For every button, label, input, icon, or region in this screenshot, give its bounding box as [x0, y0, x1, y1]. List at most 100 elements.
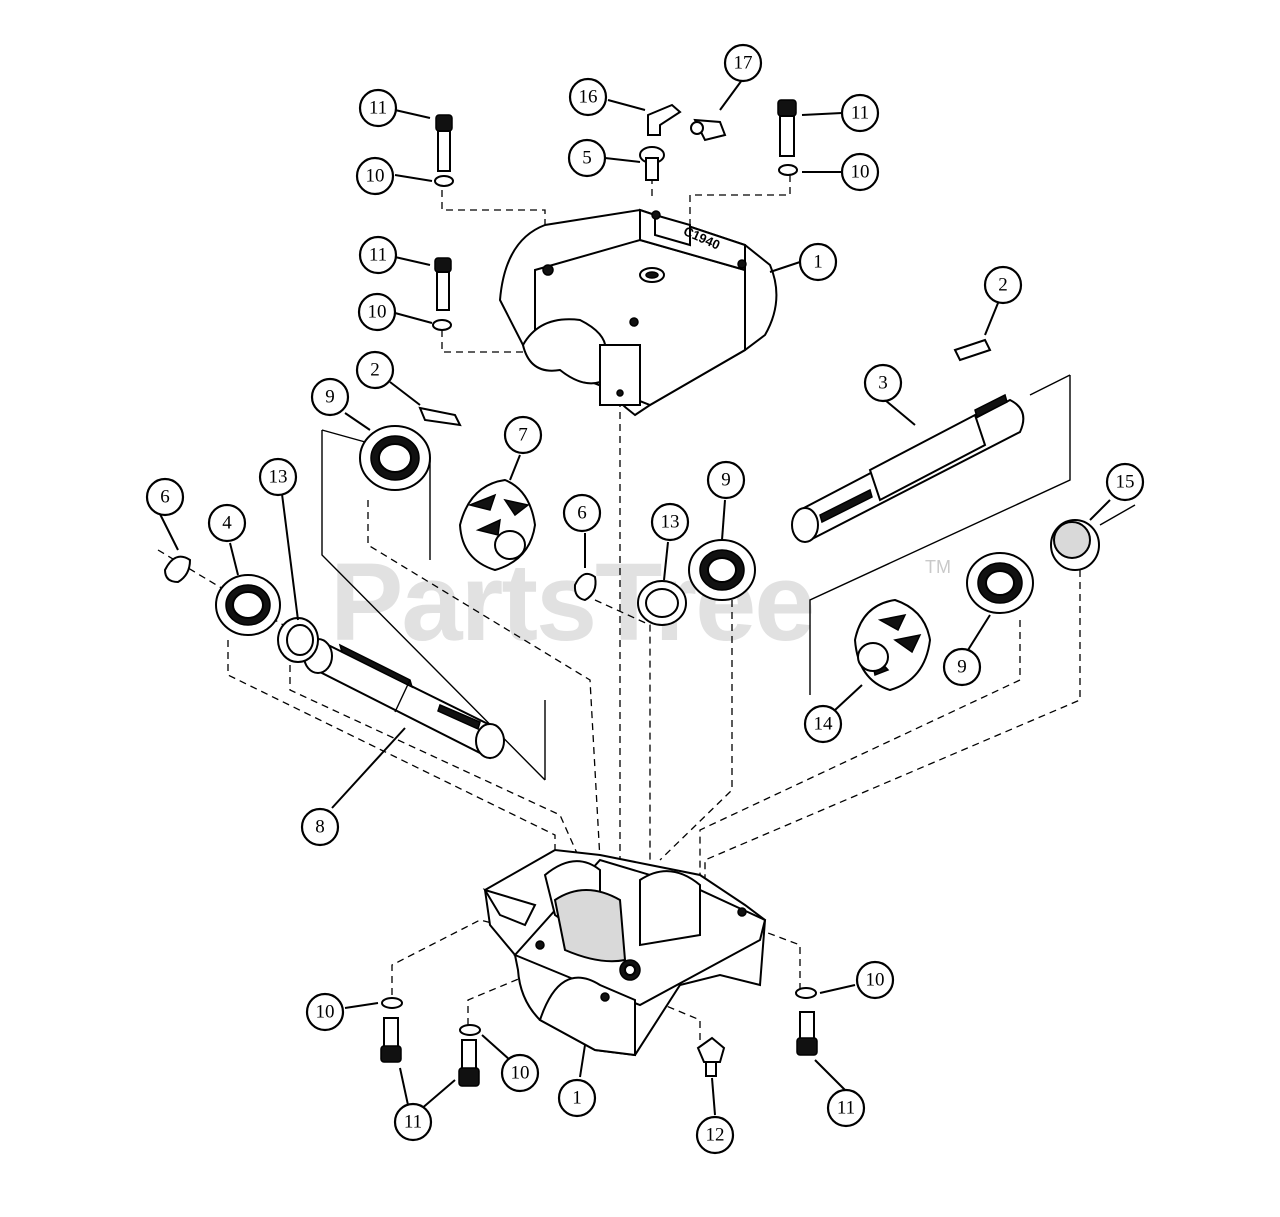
callout-label: 16: [579, 87, 598, 108]
elbow-fitting-16: [647, 103, 682, 136]
callout-10-bottom-center: 10: [500, 1053, 540, 1093]
callout-label: 6: [577, 503, 587, 524]
callout-label: 2: [998, 275, 1008, 296]
callout-label: 17: [734, 53, 753, 74]
callout-17: 17: [723, 43, 763, 83]
callout-11-bottom-right: 11: [826, 1088, 866, 1128]
callout-label: 10: [851, 162, 870, 183]
callout-label: 11: [837, 1098, 855, 1119]
callout-label: 14: [814, 714, 834, 735]
callout-label: 9: [721, 470, 731, 491]
callout-3: 3: [863, 363, 903, 403]
callout-13-left: 13: [258, 457, 298, 497]
callout-label: 9: [325, 387, 335, 408]
watermark-trademark: TM: [925, 557, 951, 577]
callout-9-right: 9: [942, 647, 982, 687]
spacer-13-left: [277, 617, 319, 663]
callout-label: 10: [866, 970, 885, 991]
callout-9-upper-left: 9: [310, 377, 350, 417]
callout-10-mid-left: 10: [357, 292, 397, 332]
callout-label: 11: [404, 1112, 422, 1133]
callout-label: 1: [572, 1088, 582, 1109]
bevel-gear-7: [458, 478, 537, 572]
screw-11-mid-left: [434, 257, 452, 311]
screw-11-bottom-left: [380, 1017, 402, 1063]
leader-arrows: [159, 79, 1111, 1116]
key-2-left: [418, 406, 462, 427]
bearing-center: [688, 539, 756, 601]
callout-label: 11: [369, 98, 387, 119]
screw-11-bottom-center: [458, 1039, 480, 1087]
screw-11-top-right: [777, 99, 797, 157]
washer-10-b: [432, 319, 452, 331]
callout-6-center: 6: [562, 493, 602, 533]
callout-2-right: 2: [983, 265, 1023, 305]
lower-housing: [482, 848, 767, 1057]
washer-10-a: [434, 175, 454, 187]
bearing-upper-left: [359, 425, 431, 491]
washer-10-d: [381, 997, 403, 1009]
callout-16: 16: [568, 77, 608, 117]
callout-6-left: 6: [145, 477, 185, 517]
upper-housing: C1940: [498, 208, 778, 417]
callout-2-left: 2: [355, 350, 395, 390]
drain-plug-12: [696, 1036, 726, 1077]
callout-14: 14: [803, 704, 843, 744]
callout-10-bottom-left: 10: [305, 992, 345, 1032]
callout-label: 15: [1116, 472, 1135, 493]
retainer-6-left: [163, 555, 192, 584]
pinion-shaft: [303, 638, 505, 760]
key-2-right: [953, 338, 992, 362]
vent-plug-5: [639, 146, 665, 181]
callout-11-top-right: 11: [840, 93, 880, 133]
callout-10-top-left: 10: [355, 156, 395, 196]
screw-11-top-left: [435, 114, 453, 172]
callout-label: 4: [222, 513, 232, 534]
callout-label: 12: [706, 1125, 725, 1146]
callout-9-center: 9: [706, 460, 746, 500]
callout-label: 10: [511, 1063, 530, 1084]
callout-11-bottom-left: 11: [393, 1102, 433, 1142]
callout-label: 8: [315, 817, 325, 838]
washer-10-f: [795, 987, 817, 999]
callout-label: 1: [813, 252, 823, 273]
retainer-6-center: [573, 572, 597, 602]
callout-1-bottom: 1: [557, 1078, 597, 1118]
callout-label: 13: [661, 512, 680, 533]
callout-10-top-right: 10: [840, 152, 880, 192]
axle-shaft: [791, 393, 1025, 543]
callout-5: 5: [567, 138, 607, 178]
callout-label: 2: [370, 360, 380, 381]
callout-label: 11: [369, 245, 387, 266]
bevel-gear-14: [853, 598, 932, 692]
callout-12: 12: [695, 1115, 735, 1155]
callout-10-bottom-right: 10: [855, 960, 895, 1000]
callout-11-mid-left: 11: [358, 235, 398, 275]
callout-label: 10: [366, 166, 385, 187]
callout-11-top-left: 11: [358, 88, 398, 128]
callout-label: 7: [518, 425, 528, 446]
callout-13-center: 13: [650, 502, 690, 542]
washer-10-c: [778, 164, 798, 176]
callout-15: 15: [1105, 462, 1145, 502]
callout-label: 13: [269, 467, 288, 488]
callout-label: 11: [851, 103, 869, 124]
callout-label: 6: [160, 487, 170, 508]
callout-1-top: 1: [798, 242, 838, 282]
screw-11-bottom-right: [796, 1011, 818, 1056]
seal-15: [1050, 519, 1100, 571]
spacer-13-center: [637, 580, 687, 626]
callout-label: 10: [368, 302, 387, 323]
callout-label: 5: [582, 148, 592, 169]
bearing-right: [966, 552, 1034, 614]
bearing-left: [215, 574, 281, 636]
callout-label: 10: [316, 1002, 335, 1023]
callout-4: 4: [207, 503, 247, 543]
callout-8: 8: [300, 807, 340, 847]
washer-10-e: [459, 1024, 481, 1036]
callout-label: 9: [957, 657, 967, 678]
callout-7: 7: [503, 415, 543, 455]
grease-fitting-17: [690, 118, 727, 142]
callout-label: 3: [878, 373, 888, 394]
